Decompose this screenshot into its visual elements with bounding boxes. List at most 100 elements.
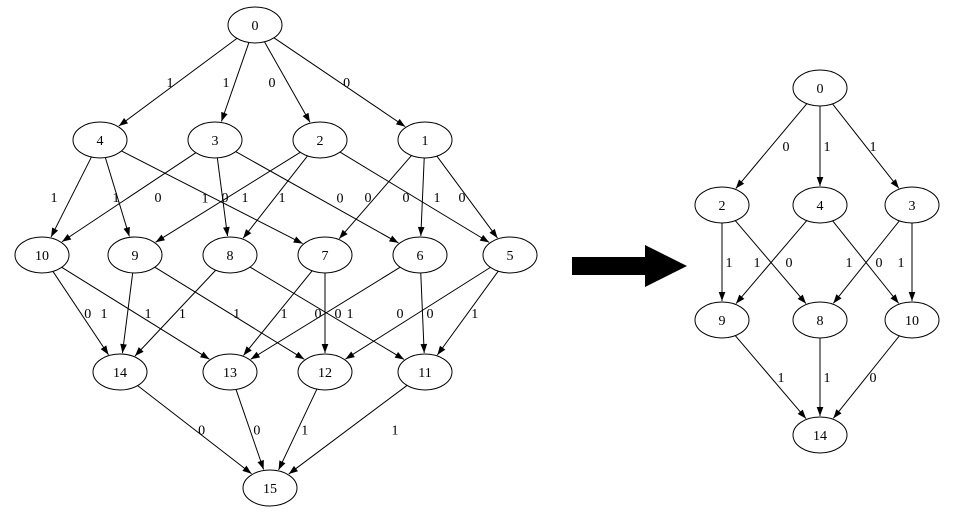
edge-label-0-3: 1 [870,140,877,155]
edge-label-9-14: 1 [778,371,785,386]
reduced-graph-node-label-8: 8 [817,314,824,329]
reduced-graph-node-4 [792,186,848,224]
edge-4-10 [50,156,92,238]
edge-11-15 [288,385,408,475]
original-graph-node-8 [202,236,258,274]
edge-label-3-6: 0 [337,191,344,206]
edge-label-4-7: 1 [202,191,209,206]
edge-3-6 [235,151,399,244]
edge-label-2-8: 1 [754,256,761,271]
edge-label-8-14: 1 [179,307,186,322]
original-graph-node-11 [397,353,453,391]
edge-label-5-11: 1 [471,307,478,322]
edge-label-0-4: 1 [167,76,174,91]
edge-label-2-9: 1 [726,256,733,271]
edge-label-10-14: 0 [870,371,877,386]
edge-label-4-9: 0 [155,191,162,206]
original-graph-node-2 [292,121,348,159]
original-graph-node-label-8: 8 [227,249,234,264]
original-graph-node-7 [297,236,353,274]
reduced-graph-node-0 [792,69,848,107]
edge-5-11 [436,270,499,356]
edge-3-8 [216,157,230,237]
edge-0-3 [832,103,900,189]
edge-label-0-2: 0 [783,140,790,155]
edge-label-1-6: 1 [434,191,441,206]
edge-label-4-9: 0 [786,256,793,271]
edge-label-10-13: 1 [145,307,152,322]
edge-5-12 [345,266,491,360]
original-graph-node-label-6: 6 [417,249,424,264]
reduced-graph-node-label-0: 0 [817,82,824,97]
edge-4-9 [735,220,808,304]
original-graph-node-label-3: 3 [212,134,219,149]
original-graph-node-10 [14,236,70,274]
reduced-graph-node-label-2: 2 [719,199,726,214]
edge-label-9-12: 1 [233,307,240,322]
original-graph-node-6 [392,236,448,274]
edge-label-1-7: 0 [365,191,372,206]
edge-9-14 [120,272,134,354]
original-graph-node-4 [72,121,128,159]
edge-8-14 [134,269,217,357]
edge-label-0-4: 1 [824,140,831,155]
reduced-graph-node-label-9: 9 [719,314,726,329]
original-graph-node-label-5: 5 [507,249,514,264]
edge-10-14 [52,271,109,355]
original-graph: 1100101100110010011110101001001104321109… [14,6,538,507]
edge-label-4-10: 1 [51,191,58,206]
edge-label-0-1: 0 [343,76,350,91]
original-graph-node-label-12: 12 [318,366,332,381]
edge-0-2 [264,41,311,123]
edge-label-2-8: 1 [279,191,286,206]
edge-label-11-15: 1 [392,424,399,439]
edge-7-13 [243,270,313,356]
original-graph-node-label-9: 9 [132,249,139,264]
original-graph-node-label-4: 4 [97,134,104,149]
edge-1-6 [417,157,425,237]
reduced-graph-node-label-14: 14 [813,429,827,444]
original-graph-node-label-2: 2 [317,134,324,149]
edge-1-7 [338,155,412,240]
edge-label-5-12: 0 [397,307,404,322]
edge-0-3 [220,42,250,122]
edge-label-14-15: 0 [198,424,205,439]
edge-label-3-8: 0 [876,256,883,271]
edge-2-9 [155,151,301,243]
original-graph-node-0 [227,6,283,44]
original-graph-node-label-15: 15 [263,482,277,497]
edge-14-15 [137,385,252,475]
original-graph-node-15 [242,469,298,507]
edge-label-6-13: 1 [347,307,354,322]
original-graph-node-label-11: 11 [418,366,431,381]
original-graph-node-12 [297,353,353,391]
edge-label-6-11: 0 [427,307,434,322]
original-graph-node-1 [397,121,453,159]
edge-label-2-9: 1 [242,191,249,206]
reduced-graph-node-10 [884,301,940,339]
edge-10-14 [832,335,900,419]
original-graph-node-3 [187,121,243,159]
original-graph-node-label-13: 13 [223,366,237,381]
edge-label-3-10: 1 [898,256,905,271]
original-graph-node-14 [92,353,148,391]
reduced-graph-node-label-4: 4 [817,199,824,214]
reduced-graph-node-3 [884,186,940,224]
edge-0-2 [735,103,808,189]
edge-label-12-15: 1 [301,424,308,439]
reduced-graph-node-2 [694,186,750,224]
edge-9-12 [154,266,305,360]
edge-6-13 [250,266,401,360]
original-graph-node-label-1: 1 [422,134,429,149]
original-graph-node-label-0: 0 [252,19,259,34]
edge-label-10-14: 0 [84,307,91,322]
edge-2-5 [339,151,490,243]
reduced-graph-node-14 [792,416,848,454]
edge-label-13-15: 0 [253,424,260,439]
edge-4-7 [121,150,303,245]
reduced-graph-node-8 [792,301,848,339]
edge-label-2-5: 0 [403,191,410,206]
edge-9-14 [734,335,807,419]
